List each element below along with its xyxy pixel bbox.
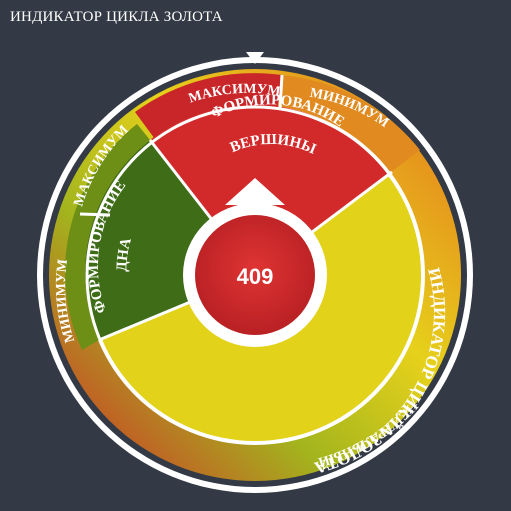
center-hub: [195, 215, 315, 335]
divider-line: [79, 212, 111, 217]
band-left: [65, 124, 150, 350]
label-bottom-formation-2: ДНА: [114, 236, 135, 272]
pointer-arrow-icon: [246, 52, 264, 64]
center-value: 409: [237, 264, 274, 289]
page-title: ИНДИКАТОР ЦИКЛА ЗОЛОТА: [10, 9, 223, 25]
ring-line: [85, 105, 425, 445]
sector-top-formation: [150, 104, 390, 275]
center-pointer: [225, 178, 285, 205]
divider-line: [278, 74, 284, 109]
